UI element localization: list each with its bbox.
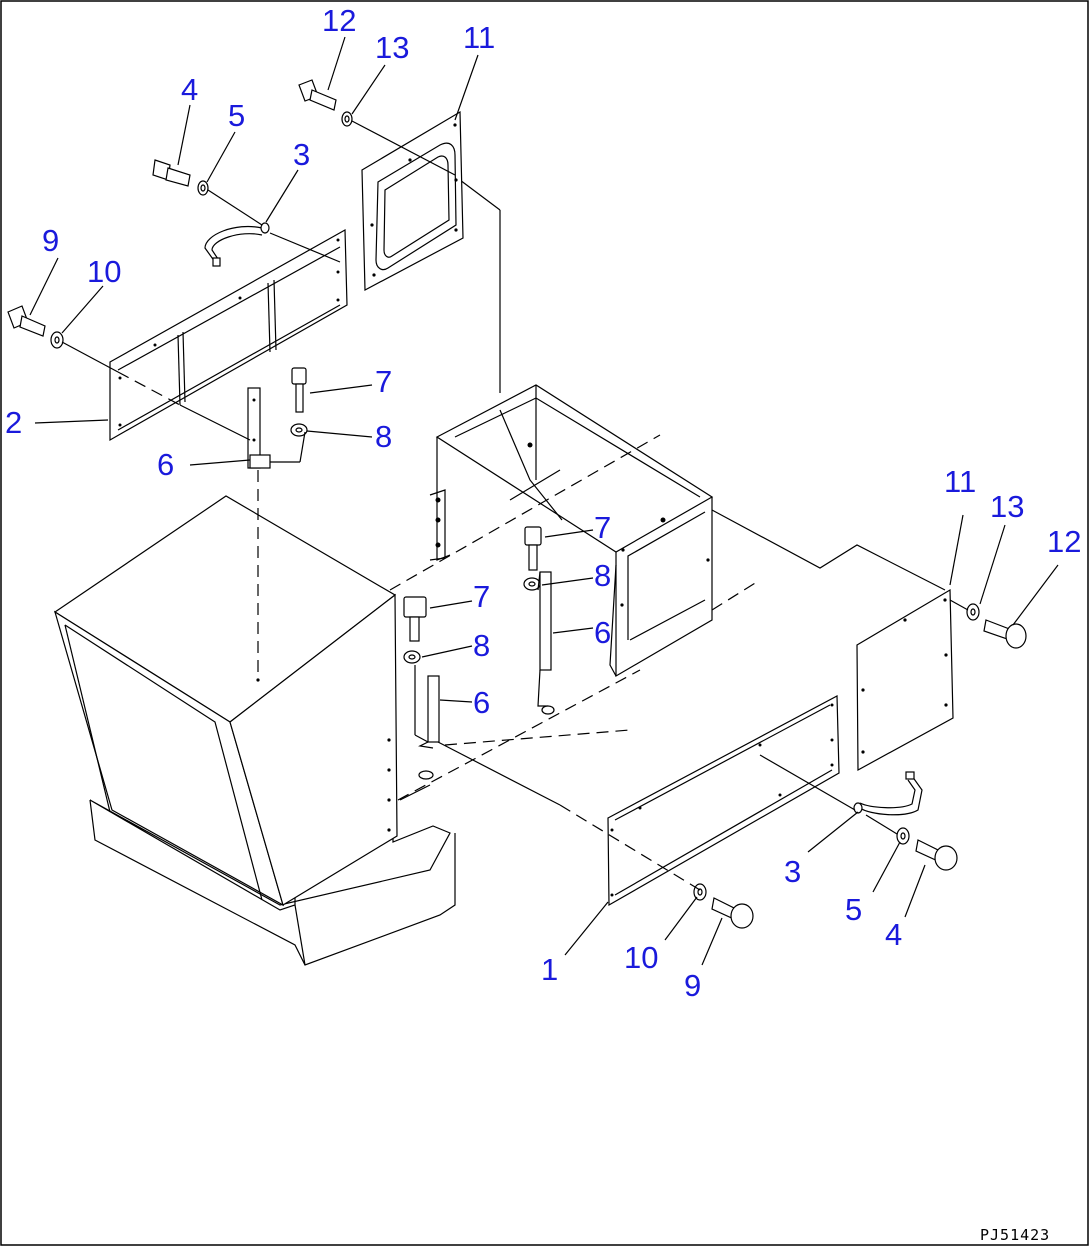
callout-7-upper: 7: [375, 364, 392, 399]
cover-11-right: [856, 588, 954, 772]
callout-11-top: 11: [463, 20, 495, 55]
handle-3-right: [853, 771, 923, 816]
panel-2: [109, 228, 348, 442]
callout-2: 2: [5, 405, 22, 440]
assembly-lines: [61, 120, 969, 891]
handle-3-left: [204, 222, 270, 267]
callout-3-right: 3: [784, 854, 801, 889]
callout-6-upper: 6: [157, 447, 174, 482]
bracket-6-lower: [418, 675, 440, 780]
callout-12-top: 12: [322, 3, 356, 38]
seat-box: [53, 495, 456, 966]
callout-labels: 12 13 11 4 5 3 9 10 2 7 8 6 11 13 12 7 8…: [5, 3, 1081, 1003]
bolt-4-right: [915, 839, 958, 871]
callout-7-lower: 7: [473, 579, 490, 614]
callout-7-mid: 7: [594, 510, 611, 545]
callout-10-left: 10: [87, 254, 121, 289]
callout-5-top: 5: [228, 98, 245, 133]
callout-13-right: 13: [990, 489, 1024, 524]
callout-10-right: 10: [624, 940, 658, 975]
bolt-7-lower: [403, 596, 427, 642]
bolt-9-left: [7, 305, 46, 337]
callout-11-right: 11: [944, 464, 976, 499]
callout-1: 1: [541, 952, 558, 987]
bracket-6-mid: [537, 571, 555, 715]
bolt-12-left: [298, 79, 337, 111]
bolt-7-mid: [524, 526, 542, 571]
callout-9-right: 9: [684, 968, 701, 1003]
leader-lines: [29, 36, 1059, 966]
callout-4-right: 4: [885, 917, 902, 952]
callout-6-mid: 6: [594, 615, 611, 650]
panel-1: [607, 695, 840, 907]
callout-13-top: 13: [375, 30, 409, 65]
bolt-7-upper: [291, 367, 307, 413]
callout-12-right: 12: [1047, 524, 1081, 559]
callout-8-upper: 8: [375, 419, 392, 454]
callout-5-right: 5: [845, 892, 862, 927]
washers: [50, 111, 980, 901]
cover-11-top: [361, 110, 464, 291]
drawing-code: PJ51423: [980, 1226, 1050, 1244]
frame-structure: [389, 179, 946, 801]
callout-3-top: 3: [293, 137, 310, 172]
callout-6-lower: 6: [473, 685, 490, 720]
bolt-12-right: [983, 619, 1027, 649]
bolt-9-right: [711, 897, 754, 929]
callout-9-left: 9: [42, 223, 59, 258]
callout-8-lower: 8: [473, 628, 490, 663]
callout-8-mid: 8: [594, 558, 611, 593]
bracket-6-upper: [247, 387, 271, 469]
callout-4-top: 4: [181, 72, 198, 107]
bolt-4-left: [152, 159, 191, 187]
